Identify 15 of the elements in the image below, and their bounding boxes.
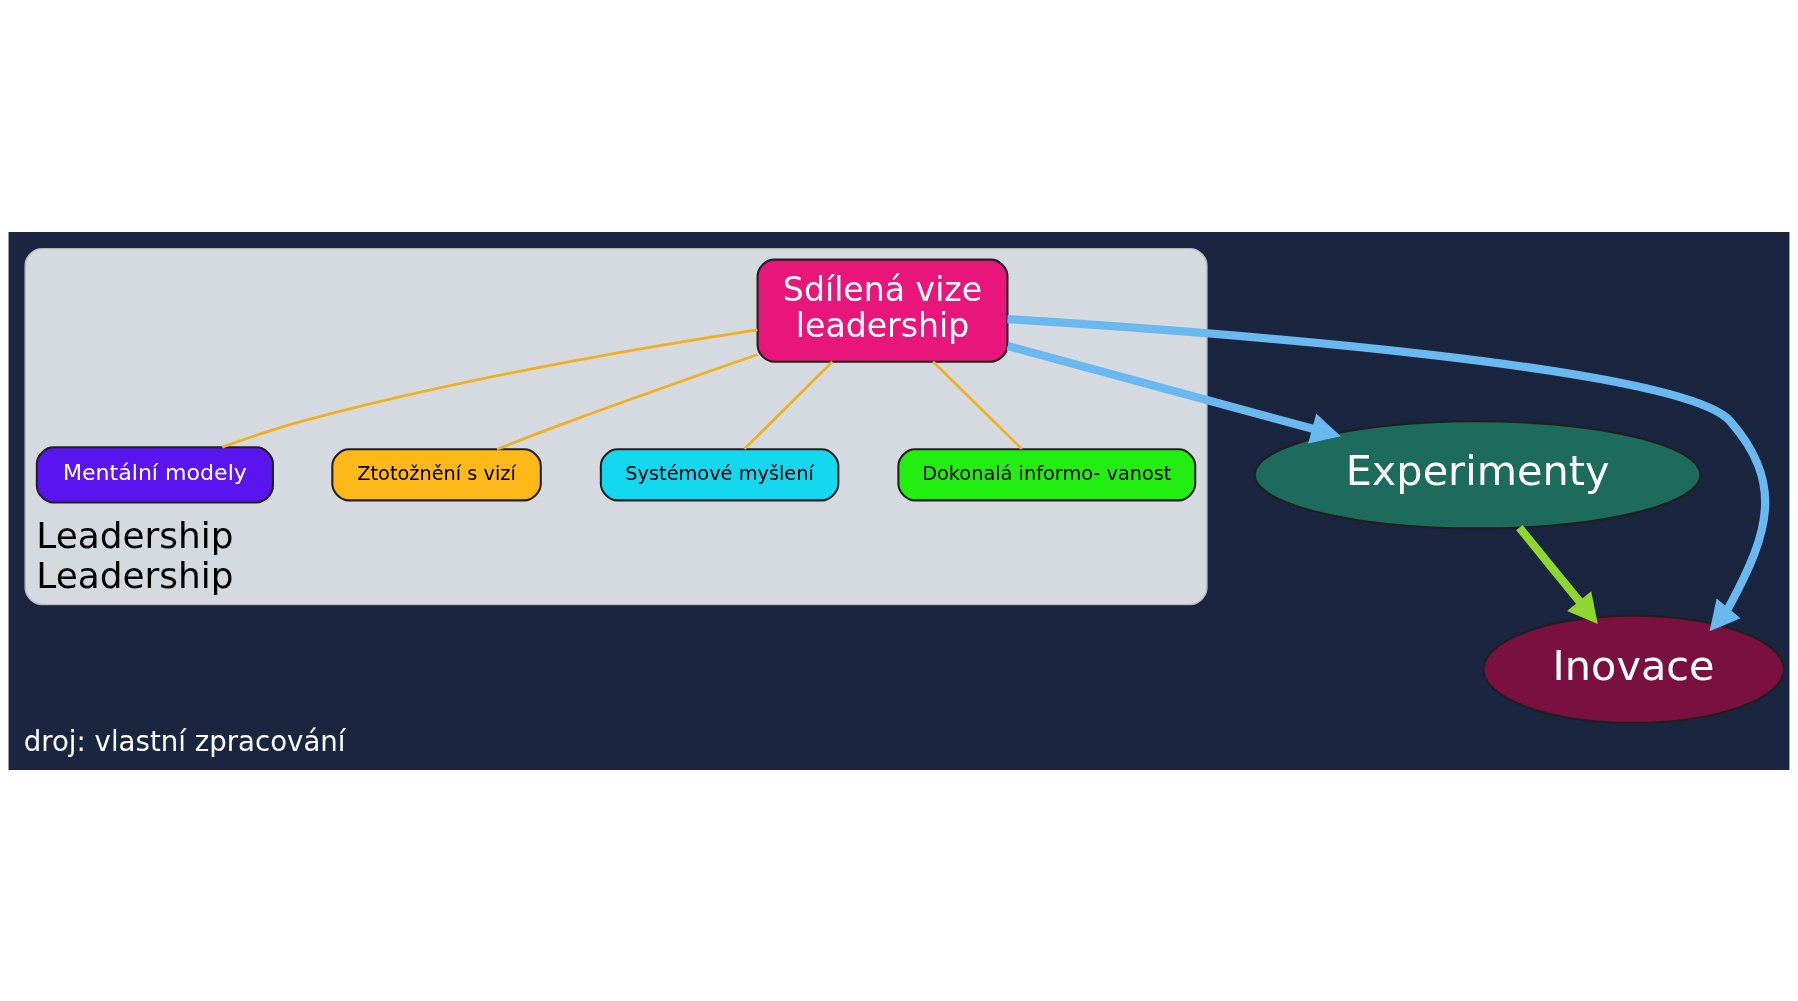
- connector: [743, 360, 834, 450]
- node-box: Systémové myšlení: [599, 447, 840, 501]
- connector: [496, 352, 758, 451]
- node-box: Ztotožnění s vizí: [331, 447, 542, 501]
- node-ellipse: Experimenty: [1253, 419, 1702, 529]
- connector: [221, 328, 758, 448]
- node-ellipse: Inovace: [1482, 614, 1785, 724]
- arrow: [1516, 524, 1598, 624]
- node-box: Sdílená vize leadership: [756, 258, 1009, 363]
- arrow: [1006, 341, 1341, 444]
- node-box: Mentální modely: [35, 445, 274, 503]
- arrow: [1007, 314, 1770, 631]
- node-box: Dokonalá informo- vanost: [897, 447, 1197, 501]
- connector: [932, 360, 1023, 450]
- caption: droj: vlastní zpracování: [23, 724, 346, 758]
